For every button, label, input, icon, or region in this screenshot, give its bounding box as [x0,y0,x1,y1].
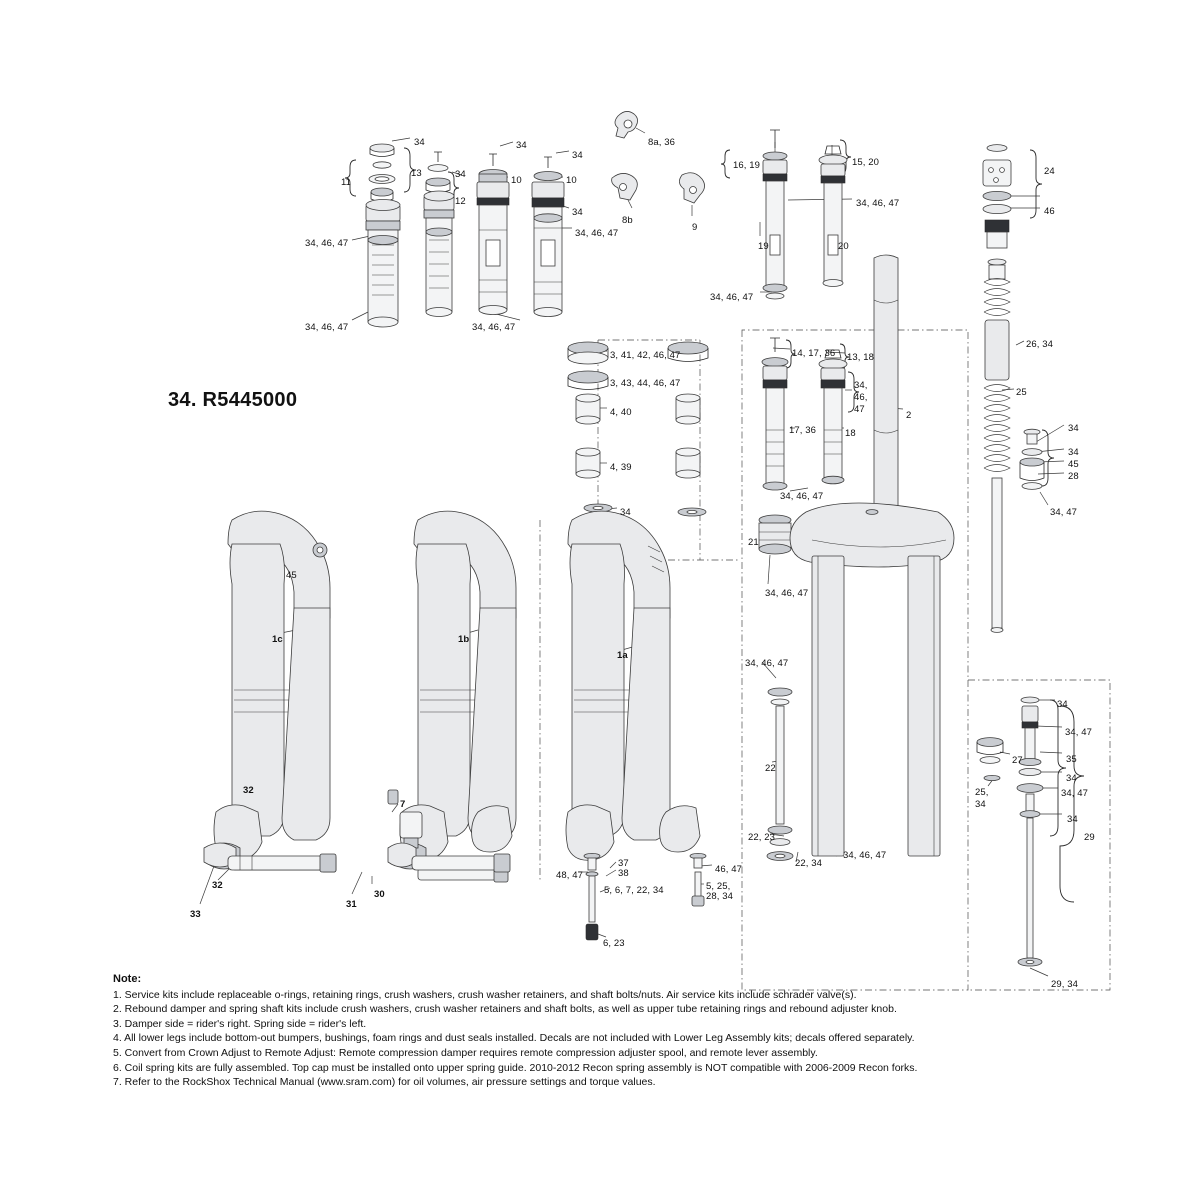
callout-22-34: 22, 34 [795,858,823,869]
callout-45-a: 45 [1068,459,1079,470]
callout-24: 24 [1044,166,1055,177]
note-line-5: 5. Convert from Crown Adjust to Remote A… [113,1046,818,1059]
note-line-6: 6. Coil spring kits are fully assembled.… [113,1061,918,1074]
callout-8b: 8b [622,215,633,226]
callout-15-20: 15, 20 [852,157,880,168]
callout-5-25: 5, 25, [706,881,731,892]
callout-34-46-47-f: 34, 46, 47 [710,292,754,303]
callout-45-b: 45 [286,570,297,581]
callout-34-i: 34 [1057,699,1068,710]
callout-32-a: 32 [243,785,254,796]
callout-34-46-47-i: 34, 46, 47 [745,658,789,669]
callout-34-46-47-b: 34, 46, 47 [305,238,349,249]
callout-33: 33 [190,909,201,920]
callout-46-47: 46, 47 [715,864,743,875]
note-line-1: 1. Service kits include replaceable o-ri… [113,988,857,1001]
callout-7: 7 [400,799,406,810]
callout-34-46-47-j: 34, 46, 47 [843,850,887,861]
callout-34-stack-1: 34, [854,380,868,391]
callout-46-stack-2: 46, [854,392,868,403]
callout-10-b: 10 [566,175,577,186]
callout-2: 2 [906,410,912,421]
callout-47-stack-3: 47 [854,404,865,415]
note-line-7: 7. Refer to the RockShox Technical Manua… [113,1076,656,1089]
callout-4-39: 4, 39 [610,462,632,473]
callout-34-46-47-g: 34, 46, 47 [780,491,824,502]
callout-26-34: 26, 34 [1026,339,1054,350]
callout-48-47: 48, 47 [556,870,584,881]
callout-34-b: 34 [516,140,527,151]
callout-3-41-42-46-47: 3, 41, 42, 46, 47 [610,350,681,361]
callout-22-a: 22 [765,763,776,774]
callout-34-47-a: 34, 47 [1050,507,1078,518]
callout-34-46-47-e: 34, 46, 47 [472,322,516,333]
callout-29-34: 29, 34 [1051,979,1079,990]
callout-20: 20 [838,241,849,252]
callout-34-46-47-d: 34, 46, 47 [305,322,349,333]
callout-11: 11 [341,177,352,188]
callout-4-40: 4, 40 [610,407,632,418]
callout-32-b: 32 [212,880,223,891]
callout-29: 29 [1084,832,1095,843]
callout-34-d: 34 [455,169,466,180]
callout-14-17-36: 14, 17, 36 [792,348,836,359]
page-title: 34. R5445000 [168,389,298,411]
callout-18: 18 [845,428,856,439]
callout-3-43-44-46-47: 3, 43, 44, 46, 47 [610,378,681,389]
note-heading: Note: [113,973,142,985]
callout-34-e: 34 [572,207,583,218]
note-line-2: 2. Rebound damper and spring shaft kits … [113,1003,897,1016]
callout-34-h: 34 [620,507,631,518]
callout-27: 27 [1012,755,1023,766]
note-line-3: 3. Damper side = rider's right. Spring s… [113,1017,367,1030]
callout-34-j: 34 [1066,773,1077,784]
callout-34-stack: 34 [975,799,986,810]
callout-8a-36: 8a, 36 [648,137,676,148]
callout-13: 13 [411,168,422,179]
callout-31: 31 [346,899,357,910]
callout-28: 28 [1068,471,1079,482]
callout-34-f: 34 [1068,423,1079,434]
callout-1c: 1c [272,634,283,645]
callout-34-47-c: 34, 47 [1061,788,1089,799]
callout-34-47-b: 34, 47 [1065,727,1093,738]
callout-17-36: 17, 36 [789,425,817,436]
callout-5-6-7-22-34: 5, 6, 7, 22, 34 [604,885,664,896]
callout-34-46-47-a: 34, 46, 47 [856,198,900,209]
callout-9: 9 [692,222,698,233]
note-block: Note: 1. Service kits include replaceabl… [113,972,1133,1090]
callout-12: 12 [455,196,466,207]
callout-16-19: 16, 19 [733,160,761,171]
callout-34-46-47-h: 34, 46, 47 [765,588,809,599]
callout-10-a: 10 [511,175,522,186]
callout-34-a: 34 [414,137,425,148]
callout-28-34: 28, 34 [706,891,734,902]
callout-21: 21 [748,537,759,548]
callout-1b: 1b [458,634,470,645]
callout-22-23: 22, 23 [748,832,776,843]
callout-35: 35 [1066,754,1077,765]
callout-30: 30 [374,889,385,900]
callout-34-c: 34 [572,150,583,161]
callout-34-g: 34 [1068,447,1079,458]
callout-6-23: 6, 23 [603,938,625,949]
callout-1a: 1a [617,650,628,661]
callout-34-k: 34 [1067,814,1078,825]
callout-34-46-47-c: 34, 46, 47 [575,228,619,239]
callout-19: 19 [758,241,769,252]
callout-38: 38 [618,868,629,879]
note-line-4: 4. All lower legs include bottom-out bum… [113,1032,915,1045]
callout-37: 37 [618,858,629,869]
callout-25-stack: 25, [975,787,989,798]
callout-25: 25 [1016,387,1027,398]
callout-13-18: 13, 18 [847,352,875,363]
callout-46: 46 [1044,206,1055,217]
